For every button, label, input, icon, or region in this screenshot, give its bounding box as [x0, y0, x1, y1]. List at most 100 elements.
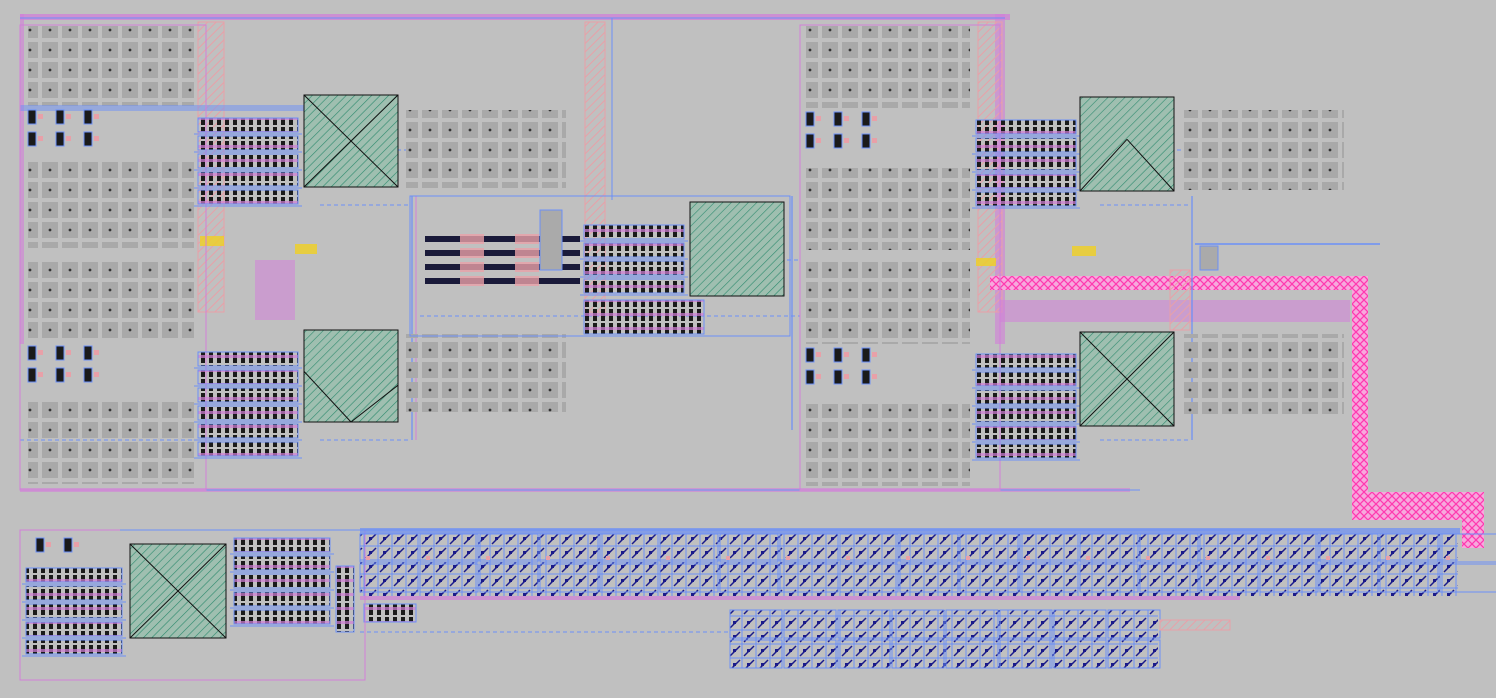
tl-connector: [255, 260, 295, 320]
tl-input-devices-a-dev: [55, 109, 65, 125]
sr-cell-contact: [1146, 556, 1150, 560]
tr-input-devices-b-contact: [816, 374, 821, 379]
tr-cap-b-diag-b: [1079, 331, 1175, 427]
pink-route-vertical: [1352, 276, 1368, 496]
tr-bank-b-row: [975, 353, 1077, 369]
center-diff-pair-line: [425, 278, 580, 284]
tl-label-tag-a: [295, 244, 317, 254]
tl-pad-array-bottom: [28, 400, 194, 484]
sr-cell-upper: [1259, 533, 1319, 563]
tr-pad-array-mid: [806, 168, 970, 250]
tl-input-devices-a: [27, 109, 99, 147]
tl-input-devices-b-contact: [38, 372, 43, 377]
tl-pad-array-mid: [28, 160, 194, 248]
tr-input-devices-b-contact: [872, 374, 877, 379]
tr-bank-a-row: [975, 191, 1077, 207]
sr-cell-contact: [1266, 556, 1270, 560]
tl-input-devices-b-dev: [27, 367, 37, 383]
sr-lower-cell-b: [1107, 639, 1161, 669]
tl-input-devices-b: [27, 345, 99, 383]
tr-input-devices-a-dev: [861, 111, 871, 127]
sr-cell-contact: [546, 556, 550, 560]
sr-lower-cell-a: [999, 609, 1053, 639]
tr-input-devices-a-dev: [805, 133, 815, 149]
sr-cell-lower: [359, 563, 419, 593]
sr-cell-upper: [1079, 533, 1139, 563]
tr-input-devices-a-dev: [833, 133, 843, 149]
sr-lower-cell-a: [1053, 609, 1107, 639]
sr-cell-upper: [539, 533, 599, 563]
center-bank-row: [583, 278, 685, 294]
center-diff-pair-gate: [460, 262, 484, 272]
tl-cap-a-diag-b: [303, 94, 399, 188]
tr-cap-b: [1079, 331, 1175, 427]
tr-pad-array-right-a: [1184, 110, 1344, 190]
tr-input-devices-a-contact: [872, 116, 877, 121]
center-diff-pair-gate: [460, 234, 484, 244]
bl-input-devices-contact: [74, 542, 79, 547]
bl-bank-a: [22, 567, 126, 657]
bl-input-devices-dev: [63, 537, 73, 553]
sr-cell-contact: [666, 556, 670, 560]
sr-cell-contact: [1026, 556, 1030, 560]
center-output-stage: [583, 299, 705, 335]
tl-bank-a: [194, 117, 302, 207]
bl-output-stage: [363, 603, 417, 623]
center-diff-pair-gate: [460, 276, 484, 286]
sr-lower-cell-a: [729, 609, 783, 639]
sr-lower-cell-b: [999, 639, 1053, 669]
sr-cell-upper: [899, 533, 959, 563]
tl-input-devices-a-contact: [38, 114, 43, 119]
tr-input-devices-a-dev: [833, 111, 843, 127]
tl-input-devices-a-contact: [38, 136, 43, 141]
bl-bank-b-row: [233, 555, 331, 571]
sr-cell-lower: [659, 563, 719, 593]
sr-cell-lower: [719, 563, 779, 593]
sr-cell-contact: [1326, 556, 1330, 560]
bl-bank-a-row: [25, 621, 123, 637]
sr-cell-lower: [959, 563, 1019, 593]
center-cap-plate: [689, 201, 785, 297]
tl-input-devices-b-dev: [83, 345, 93, 361]
center-bank-row: [583, 260, 685, 276]
tr-pad-array-right-b: [1184, 334, 1344, 414]
tr-bank-a: [972, 119, 1080, 209]
tl-input-devices-b-contact: [66, 350, 71, 355]
tl-input-devices-a-dev: [27, 131, 37, 147]
center-diff-pair-gate: [515, 248, 539, 258]
sr-cell-lower: [479, 563, 539, 593]
sr-cell-contact: [486, 556, 490, 560]
sr-cell-upper: [1139, 533, 1199, 563]
tl-bank-a-row: [197, 153, 299, 169]
sr-cell-lower: [539, 563, 599, 593]
sr-cell-upper: [719, 533, 779, 563]
tr-pad-array-bottom: [806, 404, 970, 486]
sr-cell-contact: [726, 556, 730, 560]
sr-cell-contact: [1386, 556, 1390, 560]
sr-lower-cell-a: [891, 609, 945, 639]
sr-cell-lower: [839, 563, 899, 593]
bl-bank-a-row: [25, 603, 123, 619]
center-block: [409, 195, 791, 337]
tl-input-devices-a-contact: [94, 114, 99, 119]
sr-cell-upper: [359, 533, 419, 563]
tr-input-devices-b-contact: [844, 374, 849, 379]
bl-bank-b-row: [233, 591, 331, 607]
center-diff-pair-line: [425, 264, 580, 270]
sr-cell-lower: [1139, 563, 1199, 593]
sr-cell-lower: [1199, 563, 1259, 593]
tl-bank-b-row: [197, 369, 299, 385]
center-diff-pair-gate: [515, 276, 539, 286]
sr-cell-upper: [659, 533, 719, 563]
bl-input-devices: [35, 537, 79, 553]
tl-cap-a: [303, 94, 399, 188]
tl-input-devices-b-dev: [55, 345, 65, 361]
tr-input-devices-b-contact: [872, 352, 877, 357]
center-diff-pair-gate: [460, 248, 484, 258]
sr-top-rail: [360, 528, 1460, 534]
sr-clock-driver: [1159, 619, 1231, 631]
bl-bank-a-row: [25, 585, 123, 601]
tl-cap-b-diag-a: [303, 371, 352, 423]
sr-cell-lower: [1259, 563, 1319, 593]
sr-lower-cell-b: [729, 639, 783, 669]
